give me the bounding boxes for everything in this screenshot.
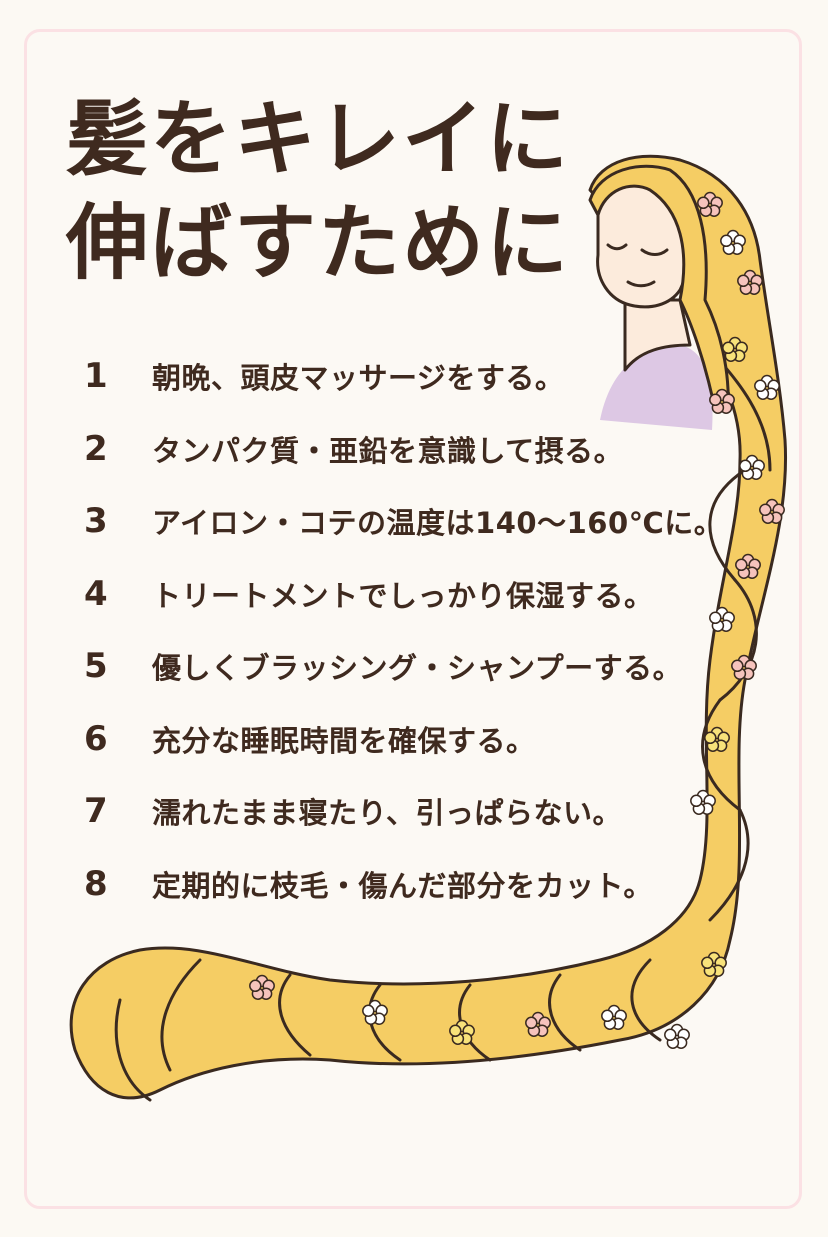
tip-item: 6 充分な睡眠時間を確保する。: [76, 703, 723, 776]
tip-item: 4 トリートメントでしっかり保湿する。: [76, 558, 723, 631]
tip-number: 5: [84, 646, 108, 687]
tip-number: 4: [84, 573, 108, 614]
tip-text: アイロン・コテの温度は140〜160℃に。: [152, 506, 724, 541]
tip-item: 3 アイロン・コテの温度は140〜160℃に。: [76, 485, 723, 558]
tip-text: 優しくブラッシング・シャンプーする。: [152, 651, 683, 686]
tip-item: 8 定期的に枝毛・傷んだ部分をカット。: [76, 848, 723, 921]
tip-text: トリートメントでしっかり保湿する。: [152, 578, 654, 613]
tip-text: 定期的に枝毛・傷んだ部分をカット。: [152, 868, 653, 903]
tip-text: 濡れたまま寝たり、引っぱらない。: [152, 796, 622, 831]
tip-number: 8: [84, 863, 108, 904]
title-line-2: 伸ばすために: [66, 196, 571, 291]
tip-number: 6: [84, 718, 108, 759]
tip-text: 充分な睡眠時間を確保する。: [152, 723, 536, 758]
tip-item: 2 タンパク質・亜鉛を意識して摂る。: [76, 413, 723, 486]
tip-item: 1 朝晩、頭皮マッサージをする。: [76, 340, 723, 413]
tip-text: タンパク質・亜鉛を意識して摂る。: [152, 433, 624, 468]
title-line-1: 髪をキレイに: [66, 92, 571, 187]
page-title: 髪をキレイに 伸ばすために: [66, 88, 570, 296]
tip-text: 朝晩、頭皮マッサージをする。: [152, 361, 565, 396]
tip-number: 1: [84, 356, 108, 397]
tip-item: 7 濡れたまま寝たり、引っぱらない。: [76, 775, 723, 848]
tip-number: 3: [84, 501, 108, 542]
tip-number: 2: [84, 428, 108, 469]
tip-item: 5 優しくブラッシング・シャンプーする。: [76, 630, 723, 703]
tips-list: 1 朝晩、頭皮マッサージをする。 2 タンパク質・亜鉛を意識して摂る。 3 アイロン・…: [76, 340, 723, 920]
tip-number: 7: [84, 791, 108, 832]
